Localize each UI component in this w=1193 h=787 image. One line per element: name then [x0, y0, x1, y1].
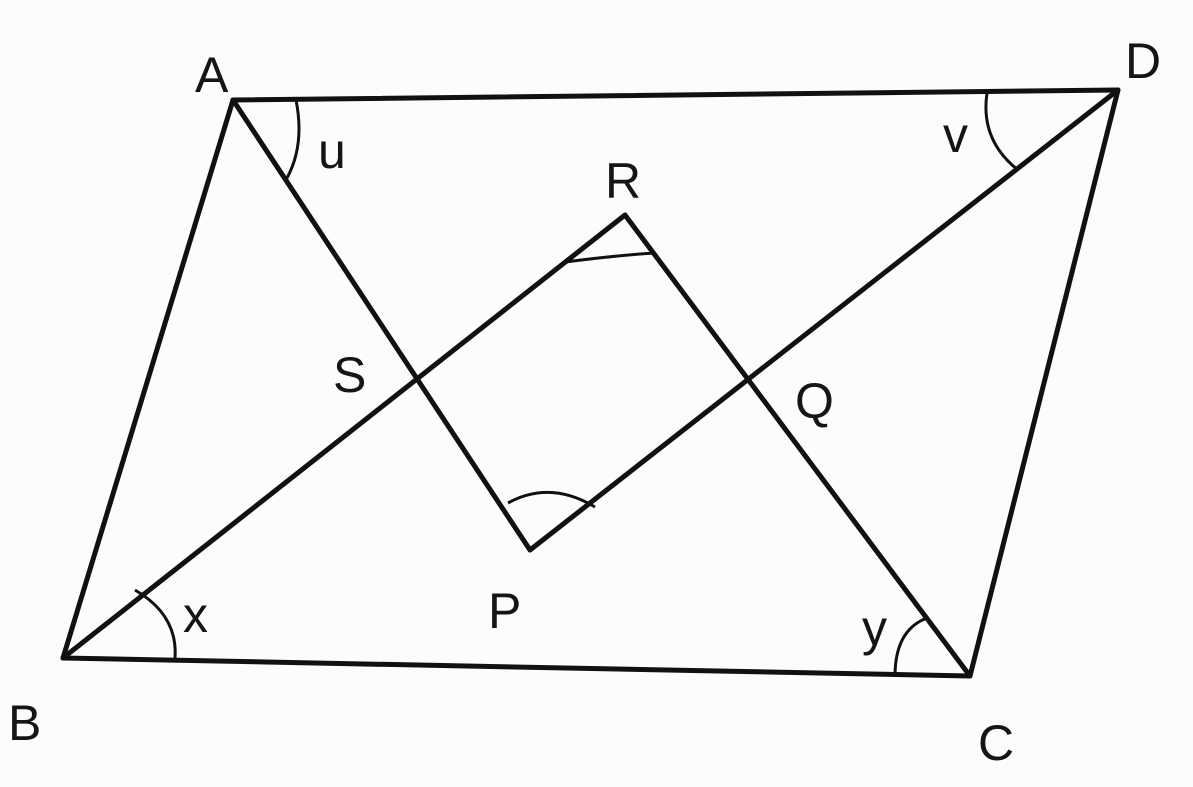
label-angle-u: u	[318, 123, 346, 179]
label-S: S	[333, 347, 366, 403]
label-Q: Q	[795, 373, 834, 429]
side-AB	[60, 97, 236, 661]
label-D: D	[1125, 33, 1161, 89]
bisector-C-CR	[622, 212, 973, 679]
label-P: P	[488, 583, 521, 639]
label-A: A	[195, 47, 229, 103]
angle-arc-x	[134, 588, 177, 659]
bisector-D-DP	[527, 87, 1121, 553]
label-angle-y: y	[862, 600, 887, 656]
label-angle-x: x	[183, 587, 208, 643]
side-BC	[60, 655, 973, 679]
angle-arc-y	[893, 616, 928, 677]
angle-arc-u	[285, 99, 301, 179]
angle-arc-v	[984, 92, 1019, 172]
bisector-B-BR	[60, 212, 628, 661]
side-CD	[967, 87, 1121, 679]
label-B: B	[8, 695, 41, 751]
label-C: C	[978, 715, 1014, 771]
side-AD	[230, 87, 1121, 103]
bisector-A-AP	[230, 97, 533, 553]
angle-arc-R	[564, 251, 656, 264]
label-angle-v: v	[943, 107, 968, 163]
label-R: R	[605, 153, 641, 209]
angle-arc-P	[507, 491, 596, 509]
